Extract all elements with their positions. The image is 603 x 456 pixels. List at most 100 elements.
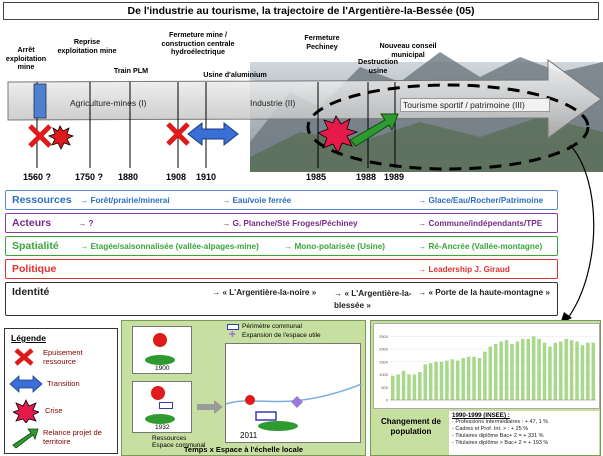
row-item: → Commune/indépendants/TPE bbox=[418, 219, 543, 228]
chart-bar bbox=[439, 361, 444, 400]
y-tick-label: 0 bbox=[386, 398, 389, 403]
population-chart: 0 500 1000 1500 2000 2500 bbox=[373, 323, 600, 409]
stats-line: - Cadres et Prof. Int. > : + 25 % bbox=[452, 426, 529, 432]
event-label: Fermeture Pechiney bbox=[304, 33, 340, 51]
row-spatialite: Spatialité → Etagée/saisonnalisée (vallé… bbox=[5, 236, 558, 256]
chart-bar bbox=[407, 374, 411, 400]
cross-icon bbox=[14, 348, 34, 366]
chart-bar bbox=[493, 344, 498, 400]
y-tick-label: 1500 bbox=[379, 359, 389, 364]
legend-title: Légende bbox=[11, 333, 46, 343]
row-label: Politique bbox=[12, 263, 57, 275]
chart-bar bbox=[396, 374, 400, 400]
event-label: Usine d'aluminium bbox=[203, 70, 267, 79]
chart-bar bbox=[445, 360, 449, 400]
chart-bar bbox=[559, 341, 563, 400]
burst-icon bbox=[13, 399, 39, 423]
stats-period: 1990-1999 (INSEE) : bbox=[452, 412, 510, 419]
chart-bar bbox=[488, 346, 493, 400]
chart-bar bbox=[477, 358, 482, 400]
legend-label: Epuisement ressource bbox=[43, 348, 83, 366]
y-tick-label: 2500 bbox=[379, 334, 389, 339]
chart-bar bbox=[569, 340, 574, 400]
highlight-ellipse bbox=[306, 83, 590, 171]
chart-bar bbox=[548, 346, 552, 400]
space-time-panel: 1900 1932 Ressources Espace communal 201… bbox=[121, 320, 366, 456]
page-title: De l'industrie au tourisme, la trajectoi… bbox=[3, 2, 599, 20]
row-label: Identité bbox=[12, 286, 50, 298]
chart-bar bbox=[434, 361, 438, 400]
chart-bar bbox=[461, 358, 465, 400]
date-label: 1989 bbox=[384, 172, 405, 182]
chart-bar bbox=[531, 336, 536, 400]
row-label: Spatialité bbox=[12, 240, 59, 252]
chart-svg: 0 500 1000 1500 2000 2500 bbox=[379, 334, 596, 403]
green-arrow-icon bbox=[12, 428, 39, 449]
cross-plus-icon: ✚ bbox=[229, 330, 236, 339]
connector-arrow bbox=[560, 144, 595, 324]
row-label: Ressources bbox=[12, 194, 72, 206]
date-label: 1988 bbox=[356, 172, 377, 182]
event-label: Destruction usine bbox=[358, 57, 398, 75]
y-tick-label: 2000 bbox=[379, 347, 389, 352]
event-label: Arrêt exploitation mine bbox=[5, 45, 47, 71]
cross-icon-1560 bbox=[28, 124, 52, 148]
chart-bar bbox=[521, 338, 525, 400]
legend: Légende Epuisement ressource Transition … bbox=[4, 328, 118, 454]
row-item: → ? bbox=[78, 219, 94, 228]
stats-line: - Professions intermédiaires : + 47, 1 % bbox=[452, 419, 549, 425]
chart-bar bbox=[553, 342, 558, 400]
y-tick-label: 1000 bbox=[379, 372, 389, 377]
chart-bar bbox=[412, 374, 417, 400]
date-label: 1985 bbox=[306, 172, 327, 182]
stats-line: - Titulaires diplôme > Bac+ 2 = + 193 % bbox=[452, 440, 549, 446]
row-item: → Ré-Ancrée (Vallée-montagne) bbox=[418, 242, 543, 251]
row-label: Acteurs bbox=[12, 217, 52, 229]
cross-icon-1908 bbox=[166, 122, 190, 146]
phase-label: Agriculture-mines (I) bbox=[70, 98, 147, 108]
row-item: → Glace/Eau/Rocher/Patrimoine bbox=[418, 196, 544, 205]
row-item: → « L'Argentière-la-blessée » bbox=[334, 289, 412, 310]
event-label: Fermeture mine / construction centrale h… bbox=[161, 30, 235, 56]
chart-bar bbox=[591, 342, 596, 400]
chart-bar bbox=[390, 375, 395, 400]
phase-label: Industrie (II) bbox=[250, 98, 296, 108]
legend-perimetre: Périmètre communal bbox=[242, 323, 302, 330]
chart-bar bbox=[401, 370, 406, 400]
event-label: Reprise exploitation mine bbox=[57, 37, 117, 55]
chart-bar bbox=[466, 356, 471, 400]
row-item: → Eau/voie ferrée bbox=[222, 196, 292, 205]
chart-bar bbox=[428, 363, 433, 400]
legend-expansion: Expansion de l'espace utile bbox=[242, 332, 321, 339]
map-1900: 1900 bbox=[132, 326, 192, 374]
chart-bar bbox=[418, 372, 422, 400]
legend-label: Relance projet de territoire bbox=[43, 428, 102, 446]
row-item: → Forêt/prairie/minerai bbox=[80, 196, 170, 205]
row-politique: Politique → Leadership J. Giraud bbox=[5, 259, 558, 279]
chart-bar bbox=[483, 351, 487, 400]
row-item: → Etagée/saisonnalisée (vallée-alpages-m… bbox=[80, 242, 259, 251]
chart-bar bbox=[515, 341, 520, 400]
legend-label: Transition bbox=[47, 379, 80, 388]
legend-label: Crise bbox=[45, 406, 63, 415]
chart-bar bbox=[456, 360, 460, 400]
green-arrow-icon-1988 bbox=[349, 113, 399, 147]
chart-bar bbox=[575, 341, 579, 400]
population-label: Changement de population bbox=[380, 417, 441, 436]
small-legend: Espace communal bbox=[152, 442, 206, 449]
population-panel: 0 500 1000 1500 2000 2500 Changement de popul… bbox=[370, 320, 601, 456]
panel-caption: Temps x Espace à l'échelle locale bbox=[183, 445, 304, 454]
row-item: → G. Planche/Sté Froges/Péchiney bbox=[222, 219, 358, 228]
double-arrow-icon bbox=[9, 375, 43, 393]
year-label: 1932 bbox=[155, 424, 170, 431]
timeline-arrow bbox=[7, 59, 602, 139]
chart-bar bbox=[423, 364, 427, 400]
panel-arrow-icon bbox=[197, 400, 223, 414]
double-arrow-icon-1910 bbox=[187, 121, 239, 147]
row-ressources: Ressources → Forêt/prairie/minerai → Eau… bbox=[5, 190, 558, 210]
chart-bar bbox=[586, 342, 590, 400]
event-label: Nouveau conseil municipal bbox=[379, 41, 437, 59]
date-label: 1908 bbox=[166, 172, 187, 182]
small-legend: Ressources bbox=[152, 435, 187, 442]
y-tick-label: 500 bbox=[381, 385, 388, 390]
